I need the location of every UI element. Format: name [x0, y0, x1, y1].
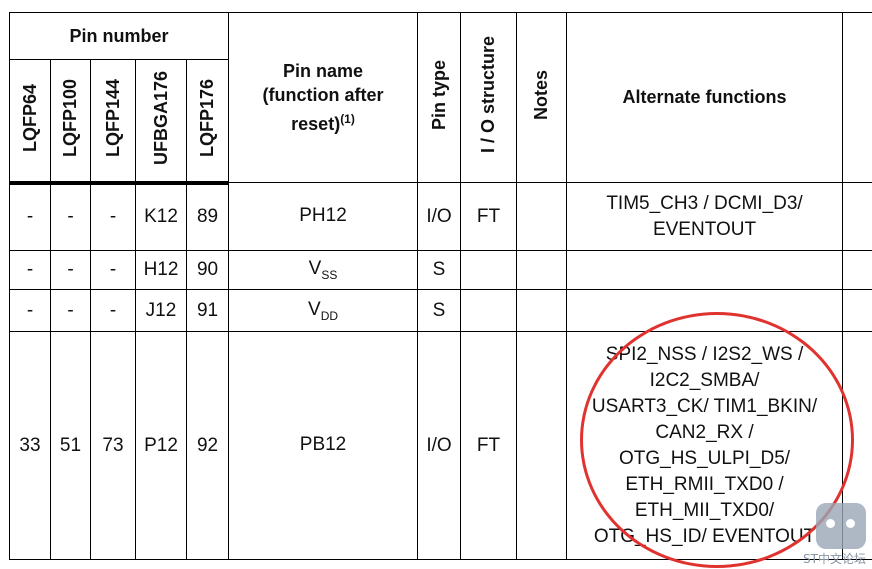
forum-watermark: ST中文论坛	[803, 552, 866, 566]
alternate-functions-cell: SPI2_NSS / I2S2_WS / I2C2_SMBA/ USART3_C…	[566, 331, 844, 560]
pin-name-cell: PH12	[228, 182, 419, 251]
alternate-functions-header: Alternate functions	[566, 12, 844, 183]
package-header-ufbga176: UFBGA176	[135, 59, 187, 185]
alternate-functions-cell	[566, 250, 844, 290]
pin-name-header: Pin name (function after reset)(1)	[228, 12, 419, 183]
pin-table-crop: Pin number Pin name (function after rese…	[9, 12, 872, 569]
pin-number-header: Pin number	[9, 12, 230, 60]
package-header-lqfp100: LQFP100	[50, 59, 91, 185]
pin-definition-table: Pin number Pin name (function after rese…	[9, 12, 872, 560]
pin-name-cell: PB12	[228, 331, 419, 560]
table-row: - - - J12 91 VDD S	[9, 289, 872, 332]
table-row: - - - H12 90 VSS S	[9, 250, 872, 290]
table-row: 33 51 73 P12 92 PB12 I/O FT SPI2_NSS / I…	[9, 331, 872, 560]
package-header-lqfp176: LQFP176	[185, 59, 230, 185]
alternate-functions-cell: TIM5_CH3 / DCMI_D3/ EVENTOUT	[566, 182, 844, 251]
table-row: - - - K12 89 PH12 I/O FT TIM5_CH3 / DCMI…	[9, 182, 872, 251]
notes-header: Notes	[516, 12, 568, 183]
header-row-1: Pin number Pin name (function after rese…	[9, 12, 872, 183]
alternate-functions-cell	[566, 289, 844, 332]
header-row-2: LQFP64 LQFP100 LQFP144 UFBGA176 LQFP176	[9, 59, 872, 185]
pin-name-cell: VSS	[228, 250, 419, 290]
io-structure-header: I / O structure	[460, 12, 518, 183]
pin-type-header: Pin type	[417, 12, 462, 183]
pin-name-cell: VDD	[228, 289, 419, 332]
package-header-lqfp144: LQFP144	[90, 59, 136, 185]
forum-logo-icon	[816, 503, 866, 549]
package-header-lqfp64: LQFP64	[9, 59, 51, 185]
extra-column-header	[842, 12, 872, 183]
